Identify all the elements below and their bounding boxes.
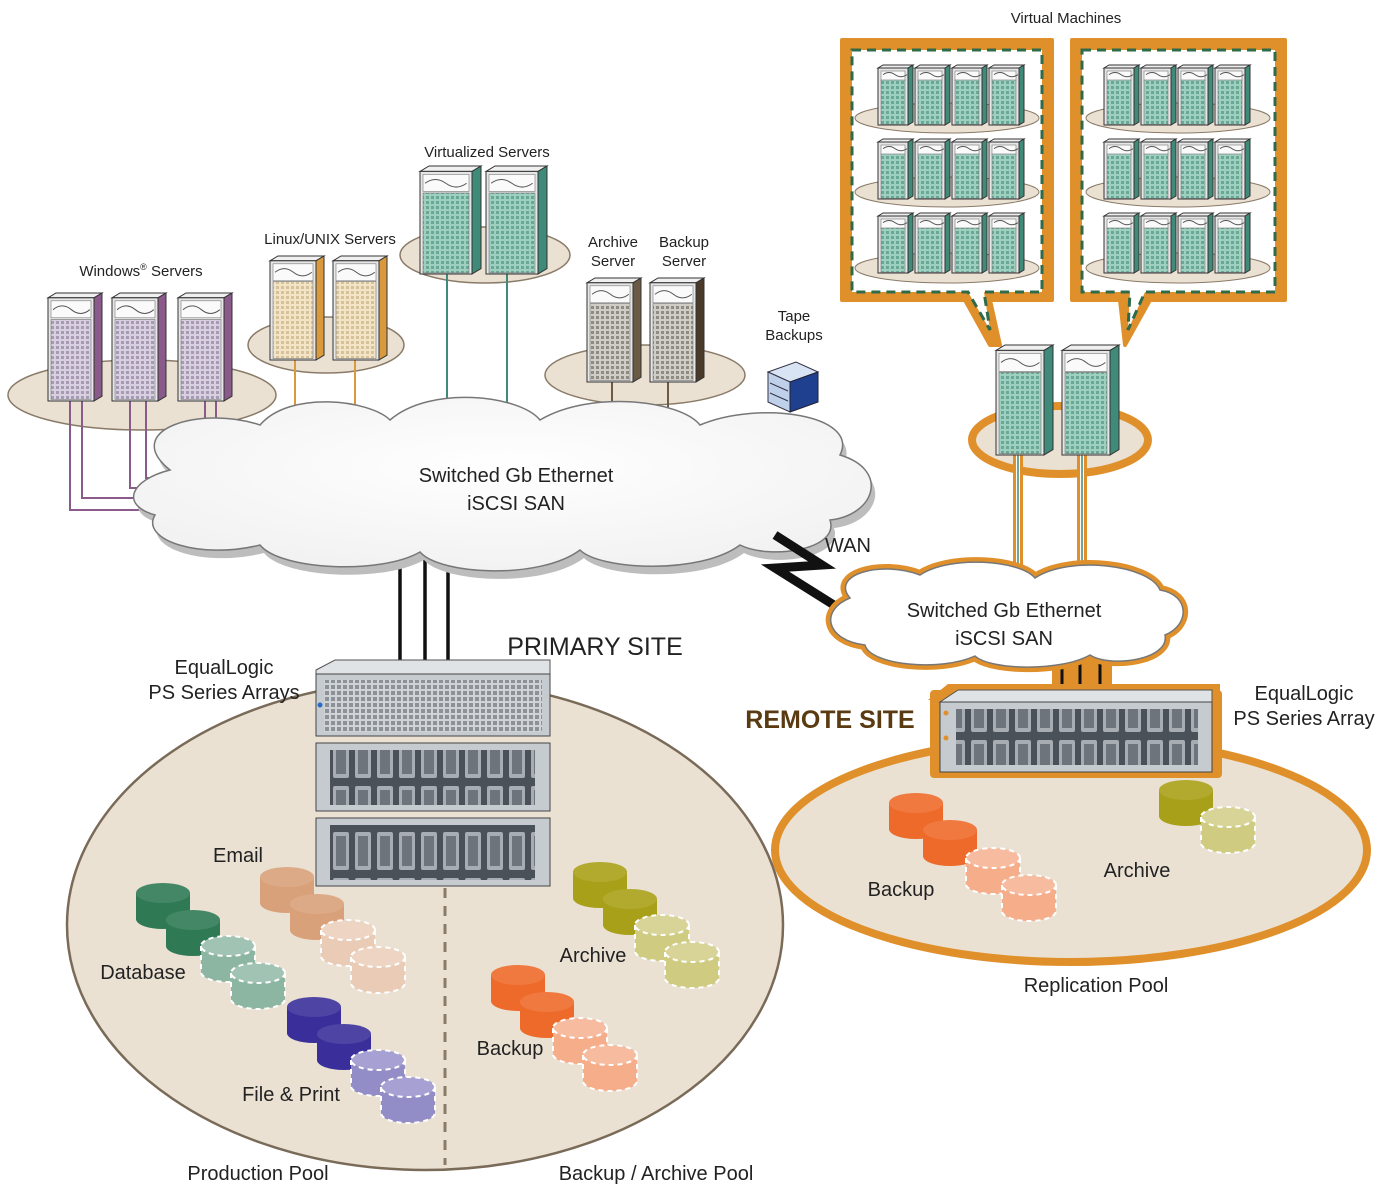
backup-server (648, 277, 706, 383)
vm-1-0-0 (1102, 64, 1141, 126)
wan-label: WAN (825, 535, 871, 557)
remote-archive-db-2 (1200, 806, 1256, 854)
vm-0-1-1 (913, 138, 952, 200)
backup-server-label-2: Server (662, 253, 706, 270)
vm-0-0-2 (950, 64, 989, 126)
backup-db-4 (582, 1044, 638, 1092)
vm-1-0-1 (1139, 64, 1178, 126)
backup-remote-label: Backup (868, 879, 935, 901)
vm-1-1-2 (1176, 138, 1215, 200)
linux-server-1 (268, 255, 326, 361)
file-print-db-4 (380, 1076, 436, 1124)
eql-arrays-label-1: EqualLogic (175, 657, 274, 679)
replication-pool-label: Replication Pool (1024, 975, 1169, 997)
virtualized-cables (446, 270, 508, 415)
remote-san-label-1: Switched Gb Ethernet (907, 600, 1102, 622)
archive-db-4 (664, 941, 720, 989)
archive-server-label-2: Server (591, 253, 635, 270)
vm-server-icons (876, 64, 1252, 274)
remote-site-label: REMOTE SITE (745, 706, 914, 734)
remote-array (928, 684, 1222, 778)
backup-archive-pool-label: Backup / Archive Pool (559, 1163, 754, 1185)
vm-1-0-2 (1176, 64, 1215, 126)
archive-server (585, 277, 643, 383)
vm-0-2-2 (950, 212, 989, 274)
vm-1-1-0 (1102, 138, 1141, 200)
san-to-array-cables (398, 560, 450, 665)
primary-array-stack (315, 659, 551, 887)
linux-server-2 (331, 255, 389, 361)
primary-san-cloud: Switched Gb Ethernet iSCSI SAN (133, 396, 876, 579)
tape-backups-label-2: Backups (765, 327, 823, 344)
eql-array-label-2: PS Series Array (1233, 708, 1374, 730)
vm-0-1-2 (950, 138, 989, 200)
virtual-machines-label: Virtual Machines (1011, 10, 1122, 27)
remote-backup-db-4 (1001, 874, 1057, 922)
archive-primary-label: Archive (560, 945, 627, 967)
archive-remote-label: Archive (1104, 860, 1171, 882)
windows-server-2 (110, 292, 168, 402)
email-db-4 (350, 946, 406, 994)
virtualized-server-2 (484, 165, 549, 275)
server-icons (46, 165, 1121, 456)
vm-0-1-3 (987, 138, 1026, 200)
vm-0-2-0 (876, 212, 915, 274)
wan-link: WAN (760, 531, 871, 616)
remote-san-cloud: Switched Gb Ethernet iSCSI SAN (825, 557, 1189, 673)
vm-1-2-0 (1102, 212, 1141, 274)
linux-servers-label: Linux/UNIX Servers (264, 231, 396, 248)
email-db-3 (320, 919, 376, 967)
vm-1-2-3 (1213, 212, 1252, 274)
remote-backup-db-2 (923, 820, 977, 866)
backup-primary-label: Backup (477, 1038, 544, 1060)
database-db-4 (230, 962, 286, 1010)
primary-san-label-2: iSCSI SAN (467, 493, 565, 515)
windows-servers-label: Windows® Servers (79, 262, 202, 280)
vm-0-1-0 (876, 138, 915, 200)
vm-1-1-3 (1213, 138, 1252, 200)
tape-backups-label-1: Tape (778, 308, 811, 325)
virtualized-server-1 (418, 165, 483, 275)
vm-0-0-0 (876, 64, 915, 126)
vm-0-2-1 (913, 212, 952, 274)
tape-backups-icon (766, 361, 820, 413)
virtualized-servers-label: Virtualized Servers (424, 144, 550, 161)
windows-server-1 (46, 292, 104, 402)
primary-site-label: PRIMARY SITE (507, 633, 683, 661)
archive-backup-platform (544, 344, 746, 406)
backup-server-label-1: Backup (659, 234, 709, 251)
remote-archive-db-1 (1159, 780, 1213, 826)
vm-1-1-1 (1139, 138, 1178, 200)
eql-arrays-label-2: PS Series Arrays (148, 682, 299, 704)
database-icons (136, 780, 1256, 1124)
archive-server-label-1: Archive (588, 234, 638, 251)
vm-1-2-2 (1176, 212, 1215, 274)
backup-db-2 (520, 992, 574, 1038)
vm-1-0-3 (1213, 64, 1252, 126)
remote-san-label-2: iSCSI SAN (955, 628, 1053, 650)
windows-server-3 (176, 292, 234, 402)
eql-array-label-1: EqualLogic (1255, 683, 1354, 705)
vm-host-server-1 (994, 344, 1055, 456)
labels: Windows® Servers Linux/UNIX Servers Virt… (79, 10, 1374, 1185)
vm-0-0-1 (913, 64, 952, 126)
database-label: Database (100, 962, 186, 984)
vm-0-2-3 (987, 212, 1026, 274)
file-print-label: File & Print (242, 1084, 340, 1106)
vm-1-2-1 (1139, 212, 1178, 274)
vm-0-0-3 (987, 64, 1026, 126)
production-pool-label: Production Pool (187, 1163, 328, 1185)
email-label: Email (213, 845, 263, 867)
vm-host-server-2 (1060, 344, 1121, 456)
primary-san-label-1: Switched Gb Ethernet (419, 465, 614, 487)
